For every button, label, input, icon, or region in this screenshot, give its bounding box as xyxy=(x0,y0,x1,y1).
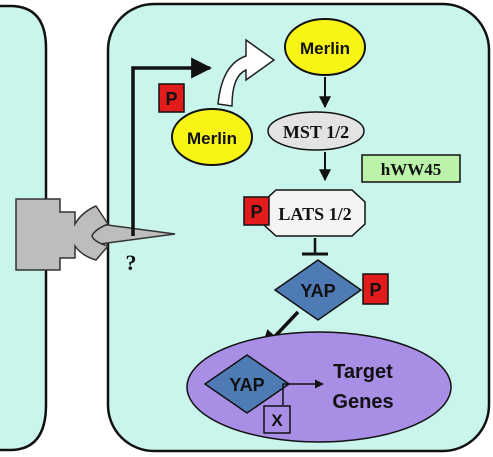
merlin-phospho-label: P xyxy=(165,89,177,109)
mst-node xyxy=(267,111,365,151)
cofactor-label: X xyxy=(271,411,283,430)
target-genes-line1: Target xyxy=(333,361,393,383)
signal-arrow xyxy=(131,57,213,236)
merlin-active-label: Merlin xyxy=(300,39,350,58)
hww45-label: hWW45 xyxy=(381,160,441,179)
yap-phospho-badge xyxy=(362,273,389,305)
yap-phospho-badge-label: P xyxy=(369,280,381,300)
target-genes-line2: Genes xyxy=(332,391,393,413)
ligand-receptor-icon xyxy=(15,198,176,271)
yap-phospho-label: YAP xyxy=(300,281,335,301)
yap-phospho-node xyxy=(273,259,363,321)
merlin-phosphorylated xyxy=(171,108,253,166)
transcription-arrow xyxy=(282,379,324,405)
lats-phospho-badge xyxy=(243,196,270,226)
unknown-mark: ? xyxy=(126,250,137,275)
merlin-phosphorylated-label: Merlin xyxy=(187,129,237,148)
yap-nucleus-node xyxy=(203,354,291,414)
lats-label: LATS 1/2 xyxy=(278,204,351,224)
yap-nucleus-label: YAP xyxy=(229,375,264,395)
curved-arrow xyxy=(217,38,276,107)
merlin-active xyxy=(284,18,366,76)
hww45-box xyxy=(361,154,461,183)
lats-phospho-label: P xyxy=(250,202,262,222)
mst-label: MST 1/2 xyxy=(283,122,349,142)
cofactor-box xyxy=(263,405,291,434)
merlin-phospho-badge xyxy=(158,83,185,113)
